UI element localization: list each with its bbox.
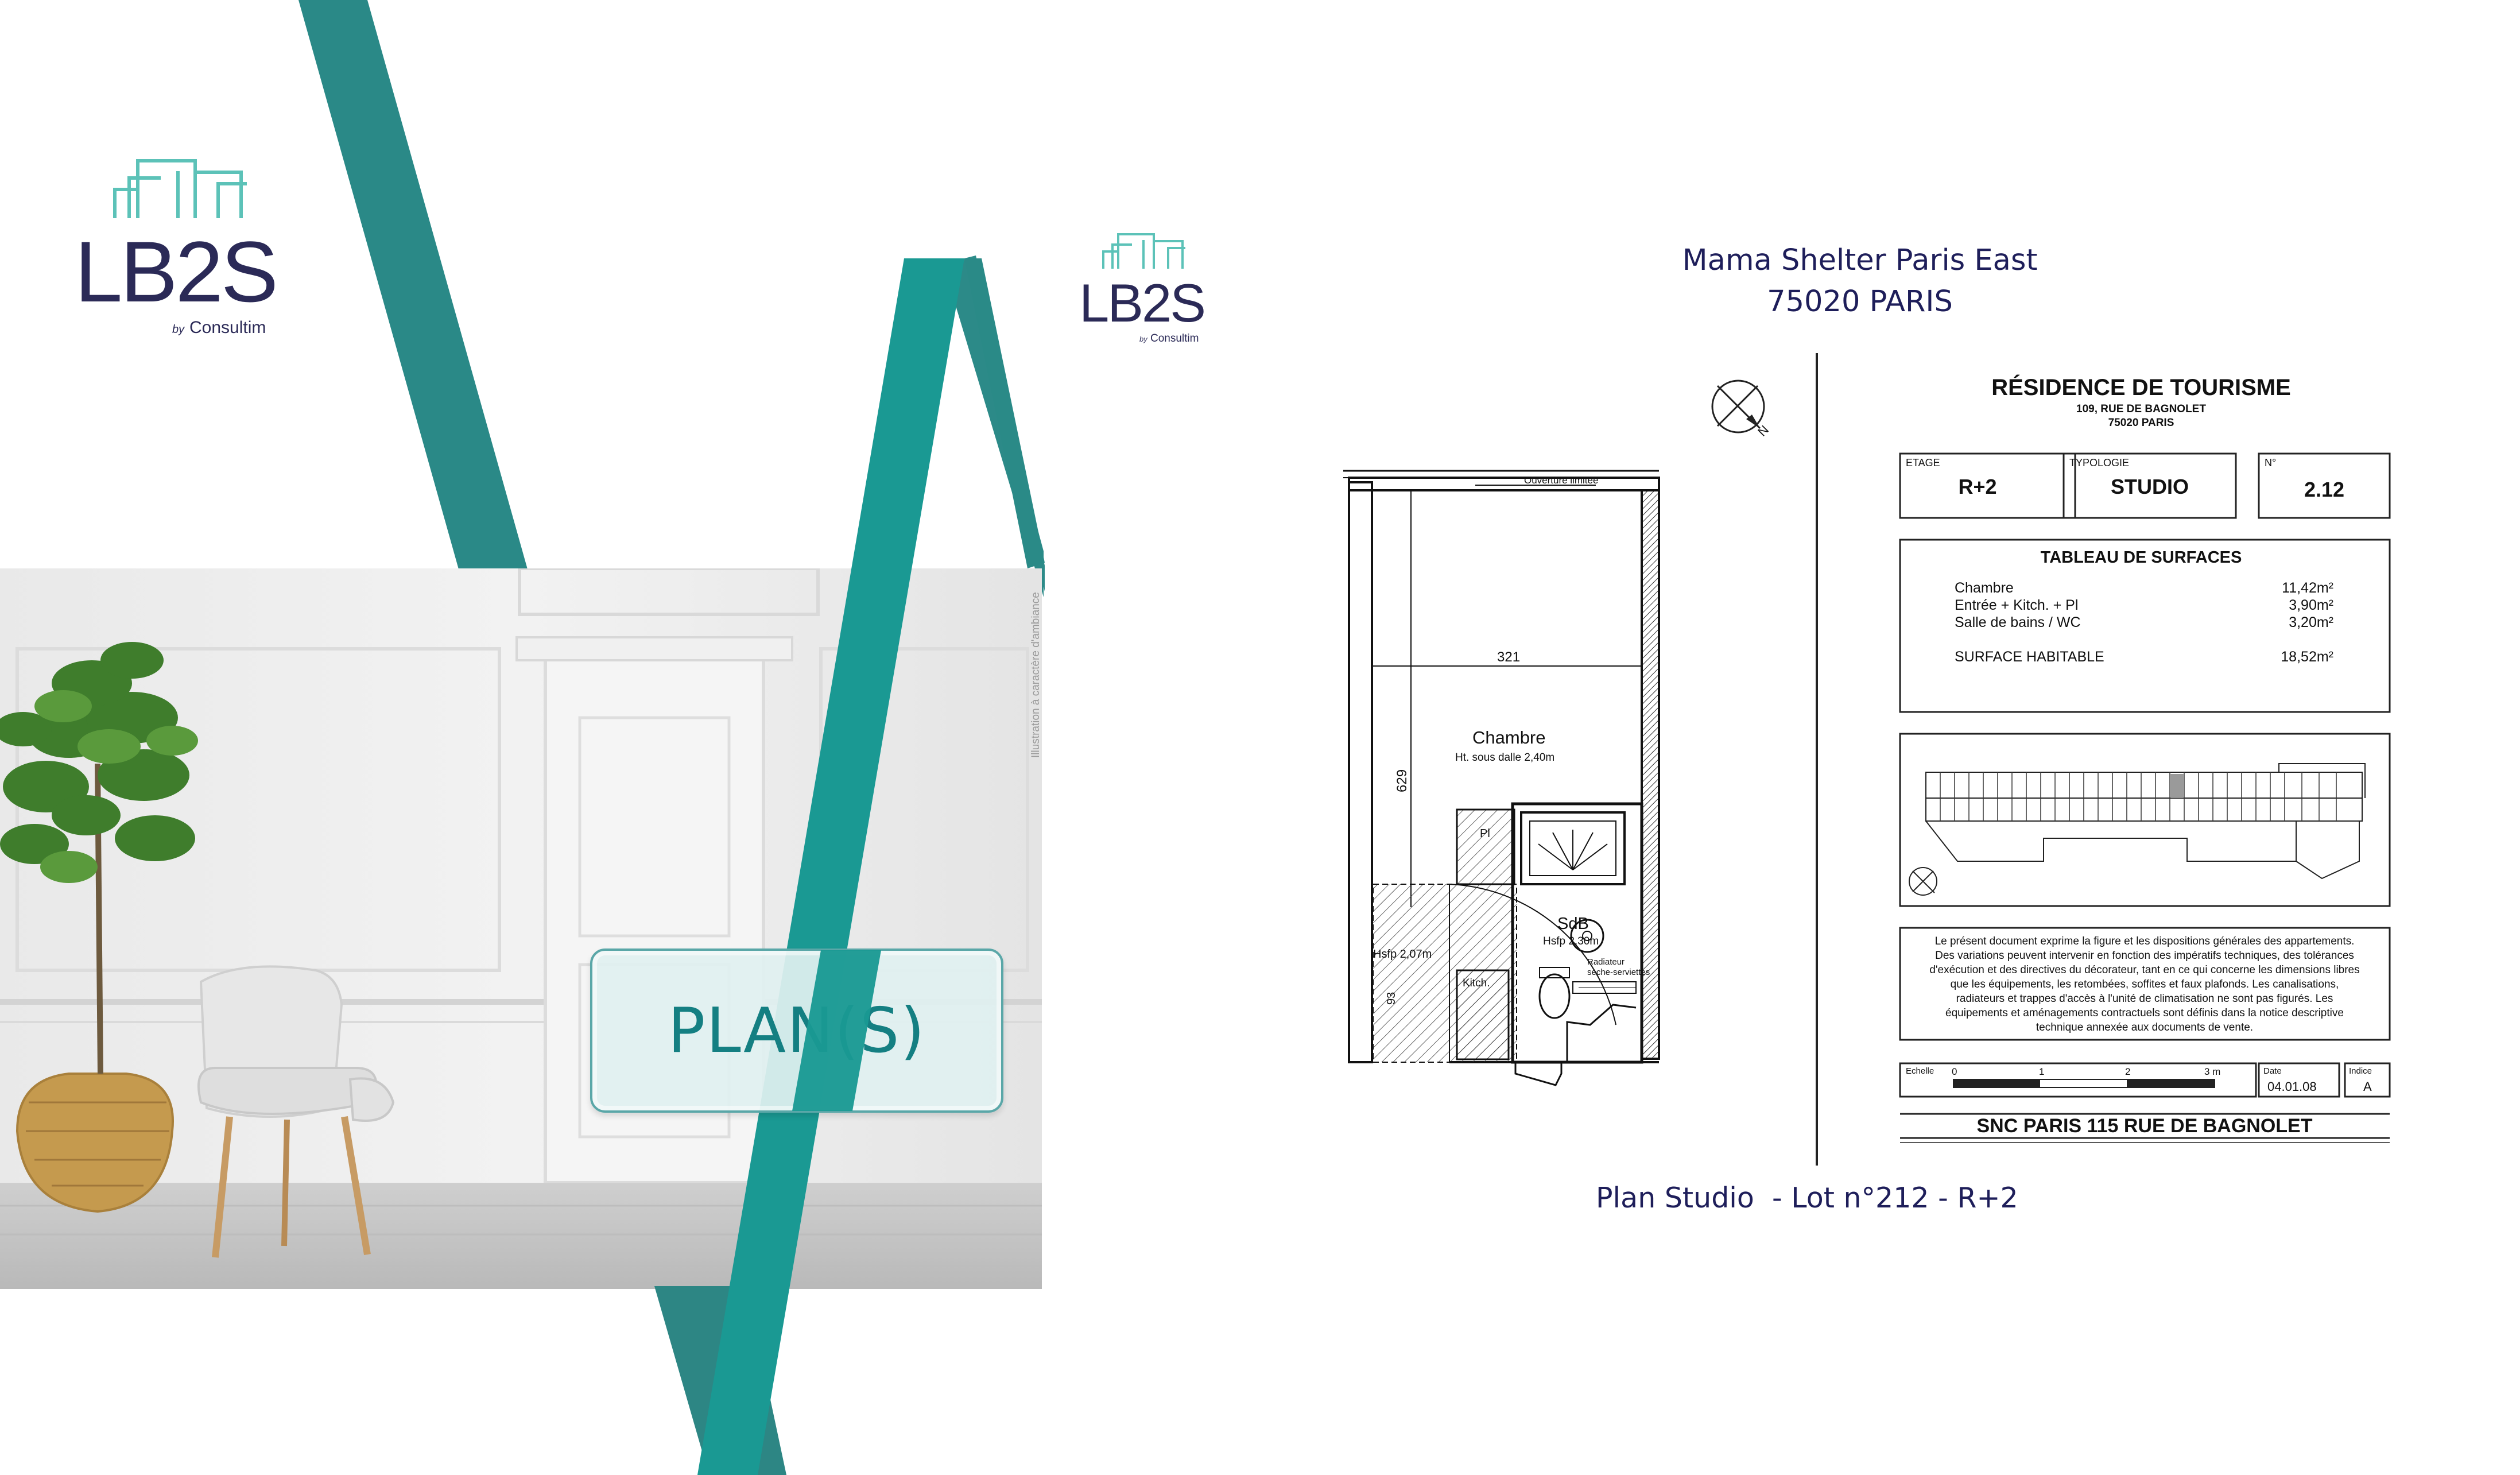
surface-area-2: 3,20m² — [2289, 614, 2333, 630]
date-value: 04.01.08 — [2267, 1079, 2317, 1094]
scale-bar — [1953, 1079, 2215, 1088]
surface-area-0: 11,42m² — [2282, 580, 2333, 596]
date-label: Date — [2263, 1066, 2282, 1076]
scale-tick-1: 1 — [2039, 1066, 2044, 1077]
logo-tagline-company-small: Consultim — [1150, 332, 1199, 344]
logo-name-small: LB2S — [1079, 273, 1204, 333]
etage-label: ETAGE — [1906, 457, 1940, 469]
logo-name: LB2S — [75, 223, 276, 320]
height-dimension: 629 — [1394, 769, 1410, 792]
radiator-label-1: Radiateur — [1587, 957, 1625, 967]
disclaimer-line-2: d'exécution et des directives du décorat… — [1929, 964, 2359, 976]
scale-tick-3: 3 m — [2204, 1066, 2220, 1077]
buildings-icon-small — [1102, 233, 1185, 269]
image-caption-text: Illustration à caractère d'ambiance — [1030, 592, 1042, 758]
scale-label: Echelle — [1906, 1066, 1934, 1076]
disclaimer-line-1: Des variations peuvent intervenir en fon… — [1935, 950, 2354, 962]
indice-value: A — [2363, 1079, 2372, 1094]
opening-label: Ouverture limitée — [1524, 475, 1598, 486]
disclaimer-line-4: radiateurs et trappes d'accès à l'unité … — [1956, 993, 2333, 1005]
site-plan-thumbnail — [1899, 733, 2391, 907]
property-header: Mama Shelter Paris East 75020 PARIS — [1653, 240, 2067, 323]
width-dimension: 321 — [1497, 649, 1520, 665]
disclaimer-line-0: Le présent document exprime la figure et… — [1935, 935, 2355, 947]
logo-tagline-by: by — [172, 323, 185, 336]
floorplan-sheet: N — [1343, 353, 2391, 1166]
surface-room-1: Entrée + Kitch. + Pl — [1955, 597, 2078, 613]
logo-tagline-company: Consultim — [189, 318, 266, 337]
ribbon-front-decoration — [654, 258, 1045, 1475]
scale-tick-2: 2 — [2125, 1066, 2130, 1077]
potted-plant — [0, 642, 198, 1213]
surface-room-2: Salle de bains / WC — [1955, 614, 2081, 630]
room-main-label: Chambre — [1472, 727, 1546, 748]
entry-height: Hsfp 2,07m — [1373, 948, 1432, 961]
company-name: SNC PARIS 115 RUE DE BAGNOLET — [1976, 1115, 2312, 1137]
typologie-label: TYPOLOGIE — [2069, 457, 2129, 469]
numero-label: N° — [2265, 457, 2276, 469]
sheet-address-2: 75020 PARIS — [2108, 417, 2174, 429]
typologie-value: STUDIO — [2111, 475, 2189, 498]
logo-tagline-by-small: by — [1139, 335, 1148, 343]
pl-label: Pl — [1480, 827, 1490, 840]
kitchen-label: Kitch. — [1463, 977, 1490, 989]
lb2s-logo-small: LB2S by Consultim — [1079, 233, 1206, 344]
side-dimension: 93 — [1385, 992, 1398, 1005]
lb2s-logo-large: LB2S by Consultim — [75, 159, 278, 337]
etage-value: R+2 — [1958, 475, 1996, 498]
indice-label: Indice — [2349, 1066, 2372, 1076]
ribbon-over-card — [792, 950, 881, 1111]
surface-room-0: Chambre — [1955, 580, 2014, 596]
surface-total-value: 18,52m² — [2281, 649, 2333, 665]
room-bath-height: Hsfp 2,30m — [1543, 935, 1599, 947]
property-name: Mama Shelter Paris East — [1682, 243, 2038, 277]
disclaimer-line-5: équipements et aménagements contractuels… — [1945, 1007, 2344, 1019]
radiator-label-2: sèche-serviettes — [1587, 967, 1650, 977]
sheet-address-1: 109, RUE DE BAGNOLET — [2076, 403, 2206, 415]
image-caption-vertical: Illustration à caractère d'ambiance — [1030, 592, 1042, 758]
surface-area-1: 3,90m² — [2289, 597, 2333, 613]
surface-total-label: SURFACE HABITABLE — [1955, 649, 2104, 665]
studio-floorplan — [1343, 470, 1660, 1086]
room-main-height: Ht. sous dalle 2,40m — [1455, 752, 1554, 764]
scale-tick-0: 0 — [1952, 1066, 1957, 1077]
north-arrow-icon: N — [1711, 380, 1771, 439]
numero-value: 2.12 — [2304, 478, 2344, 501]
disclaimer-line-6: technique annexée aux documents de vente… — [2036, 1021, 2253, 1033]
armchair — [197, 965, 395, 1258]
sheet-title: RÉSIDENCE DE TOURISME — [1991, 374, 2291, 400]
surfaces-title: TABLEAU DE SURFACES — [2041, 548, 2242, 567]
buildings-icon — [113, 159, 247, 218]
property-city: 75020 PARIS — [1767, 285, 1953, 319]
plans-label: PLAN(S) — [668, 994, 926, 1067]
room-bath-label: SdB — [1557, 915, 1589, 933]
plan-caption: Plan Studio - Lot n°212 - R+2 — [1596, 1182, 2018, 1214]
disclaimer-line-3: que les équipements, les retombées, soff… — [1951, 978, 2339, 990]
